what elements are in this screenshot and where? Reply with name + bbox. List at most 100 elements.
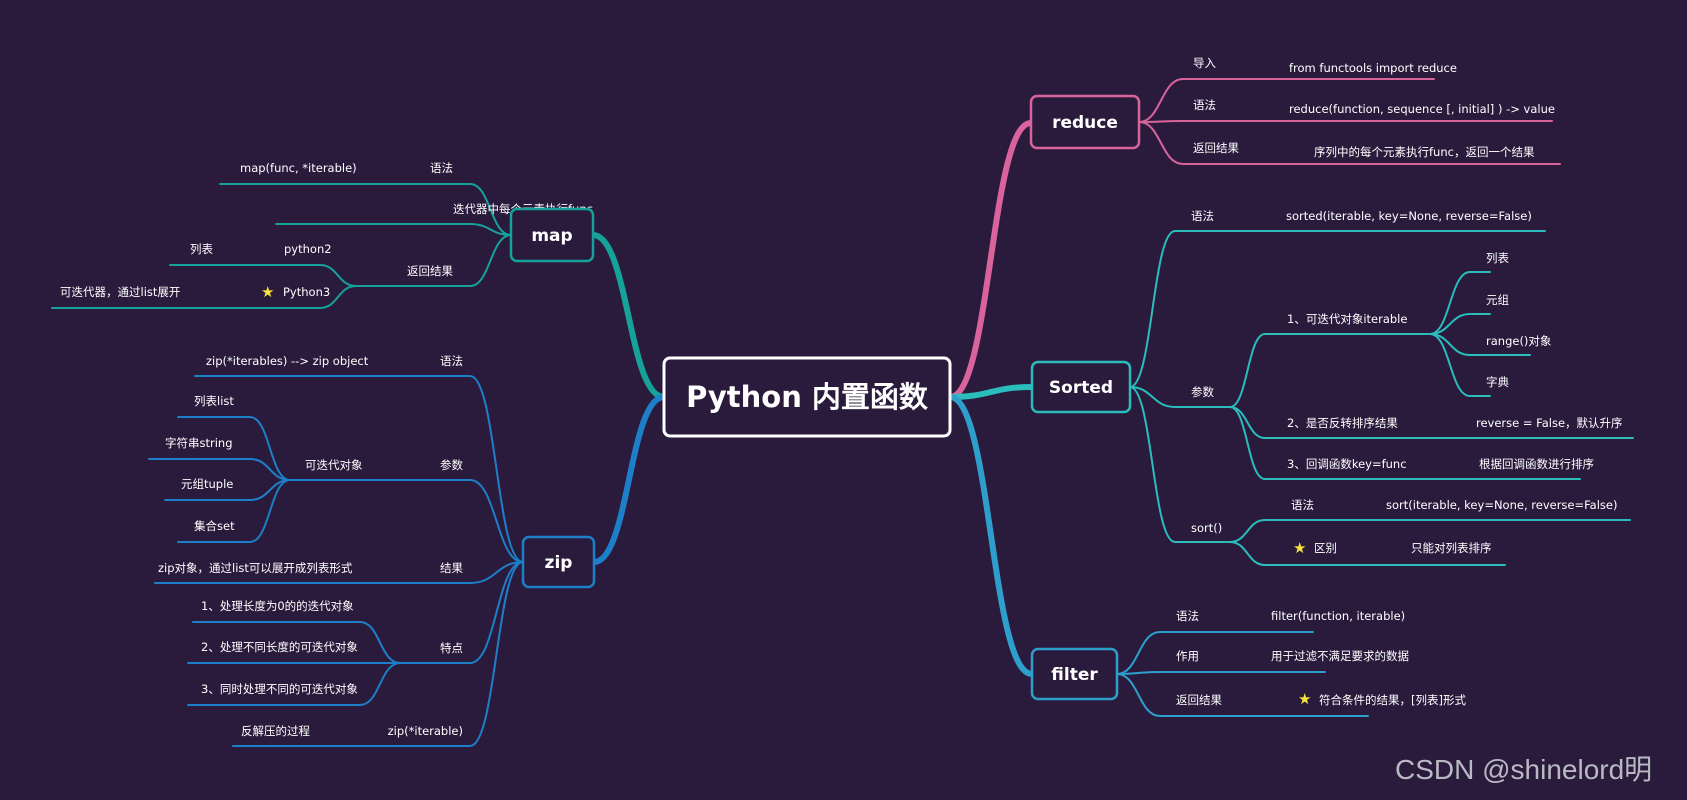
zip-unzip-value: 反解压的过程 <box>241 724 310 738</box>
reduce-node-box[interactable] <box>1029 94 1141 150</box>
filter-item-line <box>1116 673 1369 717</box>
zip-node-box[interactable] <box>521 535 596 589</box>
sorted-key-line <box>1229 406 1581 480</box>
filter-item-value: 符合条件的结果，[列表]形式 <box>1319 693 1466 707</box>
zip-type-line <box>177 479 291 543</box>
reduce-item-line <box>1138 121 1561 165</box>
watermark: CSDN @shinelord明 <box>1395 754 1652 785</box>
root-to-sorted-line <box>947 384 1035 400</box>
zip-feature: 3、同时处理不同的可迭代对象 <box>201 682 358 696</box>
sorted-iterable-type: 元组 <box>1486 293 1509 307</box>
star-icon: ★ <box>1298 690 1311 708</box>
map-syntax-line <box>219 183 512 236</box>
root-to-filter-line <box>947 394 1035 677</box>
sorted-syntax-value: sorted(iterable, key=None, reverse=False… <box>1286 209 1532 223</box>
filter-item-key: 语法 <box>1176 609 1199 623</box>
sort-diff-key: 区别 <box>1314 541 1337 555</box>
sorted-iterable-type: 列表 <box>1486 251 1509 265</box>
star-icon: ★ <box>261 283 274 301</box>
sorted-iterable-line <box>1229 333 1431 408</box>
sorted-syntax-key: 语法 <box>1191 209 1214 223</box>
map-py3-line <box>51 285 357 309</box>
map-syntax-value: map(func, *iterable) <box>240 161 357 175</box>
zip-type: 字符串string <box>165 436 233 450</box>
root-node-box[interactable] <box>662 356 952 438</box>
map-result-label: 返回结果 <box>407 264 453 278</box>
filter-item-value: 用于过滤不满足要求的数据 <box>1271 649 1409 663</box>
zip-result-value: zip对象，通过list可以展开成列表形式 <box>158 561 353 575</box>
sorted-sort-line <box>1129 386 1231 543</box>
filter-item-line <box>1116 631 1314 675</box>
zip-syntax-key: 语法 <box>440 354 463 368</box>
zip-type: 集合set <box>194 519 235 533</box>
root-node-label: Python 内置函数 <box>686 380 929 414</box>
zip-type: 列表list <box>194 394 234 408</box>
zip-feature: 2、处理不同长度的可迭代对象 <box>201 640 358 654</box>
sorted-reverse-line <box>1229 406 1634 439</box>
sorted-iterable-type-line <box>1429 313 1491 335</box>
reduce-item-value: from functools import reduce <box>1289 61 1457 75</box>
reduce-item-key: 导入 <box>1193 56 1216 70</box>
map-py2-key: python2 <box>284 242 332 256</box>
sort-diff-line <box>1229 541 1506 566</box>
root-to-map-line <box>590 232 667 400</box>
zip-syntax-value: zip(*iterables) --> zip object <box>206 354 369 368</box>
sorted-iterable-type: 字典 <box>1486 375 1509 389</box>
map-py2-line <box>169 264 357 287</box>
zip-result-key: 结果 <box>440 561 463 575</box>
sorted-params-line <box>1129 386 1231 408</box>
zip-feature-line <box>192 621 401 664</box>
sorted-params-label: 参数 <box>1191 385 1214 399</box>
sort-diff-value: 只能对列表排序 <box>1411 541 1492 555</box>
zip-feature-line <box>187 662 401 706</box>
map-desc-line <box>275 223 512 236</box>
reduce-item-value: 序列中的每个元素执行func，返回一个结果 <box>1314 145 1535 159</box>
map-result-line <box>355 234 512 287</box>
sort-syntax-value: sort(iterable, key=None, reverse=False) <box>1386 498 1617 512</box>
map-node-box[interactable] <box>509 207 595 263</box>
sort-syntax-key: 语法 <box>1291 498 1314 512</box>
sorted-node-box[interactable] <box>1030 360 1132 414</box>
reduce-item-value: reduce(function, sequence [, initial] ) … <box>1289 102 1555 116</box>
zip-features-label: 特点 <box>440 641 463 655</box>
reduce-node-label: reduce <box>1052 113 1118 133</box>
filter-item-line <box>1116 671 1326 675</box>
sorted-key-value: 根据回调函数进行排序 <box>1479 457 1594 471</box>
map-py3-key: Python3 <box>283 285 330 299</box>
reduce-item-line <box>1138 78 1435 123</box>
filter-node-label: filter <box>1051 665 1098 685</box>
sorted-key-label: 3、回调函数key=func <box>1287 457 1407 471</box>
zip-type-line <box>177 416 291 481</box>
zip-node-label: zip <box>545 553 573 573</box>
zip-unzip-key: zip(*iterable) <box>388 724 463 738</box>
zip-unzip-line <box>232 561 524 747</box>
sorted-iterable-label: 1、可迭代对象iterable <box>1287 312 1407 326</box>
zip-result-line <box>154 561 524 584</box>
map-py2-value: 列表 <box>190 242 213 256</box>
zip-type-line <box>148 458 291 481</box>
filter-item-value: filter(function, iterable) <box>1271 609 1405 623</box>
sorted-iterable-type: range()对象 <box>1486 334 1551 348</box>
root-to-reduce-line <box>947 120 1034 400</box>
map-py3-value: 可迭代器，通过list展开 <box>60 285 180 299</box>
reduce-item-key: 语法 <box>1193 98 1216 112</box>
sorted-reverse-label: 2、是否反转排序结果 <box>1287 416 1398 430</box>
zip-features-line <box>399 561 524 664</box>
filter-item-key: 作用 <box>1176 649 1199 663</box>
zip-params-line <box>289 479 524 563</box>
sorted-iterable-type-line <box>1429 333 1491 397</box>
star-icon: ★ <box>1293 539 1306 557</box>
sorted-reverse-value: reverse = False，默认升序 <box>1476 416 1623 430</box>
sorted-syntax-line <box>1129 230 1546 388</box>
zip-params-sub: 可迭代对象 <box>305 458 363 472</box>
reduce-item-key: 返回结果 <box>1193 141 1239 155</box>
filter-node-box[interactable] <box>1030 647 1119 701</box>
root-to-zip-line <box>591 394 667 565</box>
zip-feature: 1、处理长度为0的的迭代对象 <box>201 599 354 613</box>
reduce-item-line <box>1138 120 1553 123</box>
sort-syntax-line <box>1229 519 1631 543</box>
zip-type: 元组tuple <box>181 477 233 491</box>
filter-item-key: 返回结果 <box>1176 693 1222 707</box>
